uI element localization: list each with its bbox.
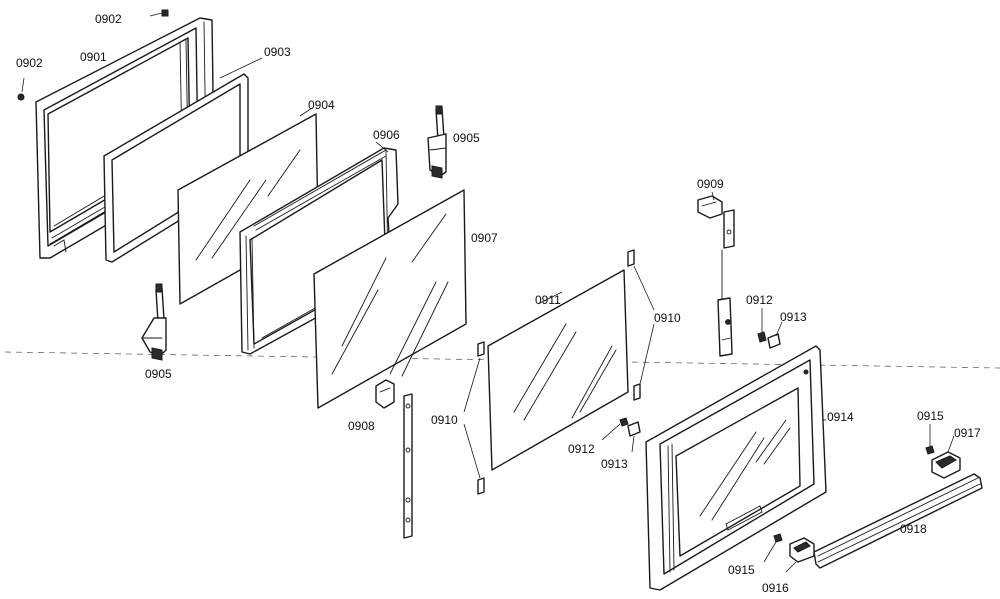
part-0916-end-cap (785, 537, 815, 573)
part-0912-screw-right (757, 308, 767, 343)
label-0902-top: 0902 (95, 12, 122, 26)
label-0910-left: 0910 (431, 413, 458, 427)
part-0915-screw-upper (925, 424, 935, 455)
part-0911-inner-glass (487, 269, 629, 471)
part-0905-hinge-bottom (141, 283, 167, 361)
part-labels: 0902 0902 0901 0903 0904 0906 0905 0905 … (16, 12, 981, 595)
part-0913-nut-right (767, 321, 783, 349)
part-0912-screw-middle (601, 417, 629, 441)
label-0915-upper: 0915 (917, 409, 944, 423)
label-0904: 0904 (308, 98, 335, 112)
label-0917: 0917 (954, 426, 981, 440)
label-0912-middle: 0912 (568, 442, 595, 456)
label-0911: 0911 (535, 293, 561, 307)
label-0918: 0918 (900, 522, 927, 536)
part-0907-large-glass (313, 189, 467, 409)
label-0913-right: 0913 (780, 310, 807, 324)
label-0909: 0909 (697, 177, 724, 191)
part-0909-hinge-bracket (697, 191, 735, 357)
part-0910-clips-right (627, 249, 655, 401)
label-0905-top: 0905 (453, 131, 480, 145)
part-0902-screw-top (149, 9, 169, 17)
part-0913-nut-middle (627, 421, 641, 453)
label-0908: 0908 (348, 419, 375, 433)
label-0907: 0907 (471, 231, 498, 245)
part-0908-bracket (375, 379, 413, 539)
label-0916: 0916 (762, 581, 789, 595)
label-0910-right: 0910 (654, 311, 681, 325)
part-0902-screw-left (17, 77, 25, 101)
part-0915-screw-lower (763, 533, 783, 563)
label-0906: 0906 (373, 128, 400, 142)
label-0903: 0903 (264, 45, 291, 59)
label-0902-left: 0902 (16, 56, 43, 70)
part-0905-hinge-top (427, 105, 447, 179)
label-0905-bottom: 0905 (145, 367, 172, 381)
label-0914: 0914 (827, 410, 854, 424)
part-0917-end-cap (931, 435, 961, 479)
part-0910-clips-left (463, 341, 485, 495)
label-0901: 0901 (80, 50, 107, 64)
label-0913-middle: 0913 (601, 457, 628, 471)
label-0915-lower: 0915 (728, 563, 755, 577)
part-0918-handle-bar (813, 473, 983, 569)
part-0914-outer-door (645, 345, 827, 591)
label-0912-right: 0912 (746, 293, 773, 307)
